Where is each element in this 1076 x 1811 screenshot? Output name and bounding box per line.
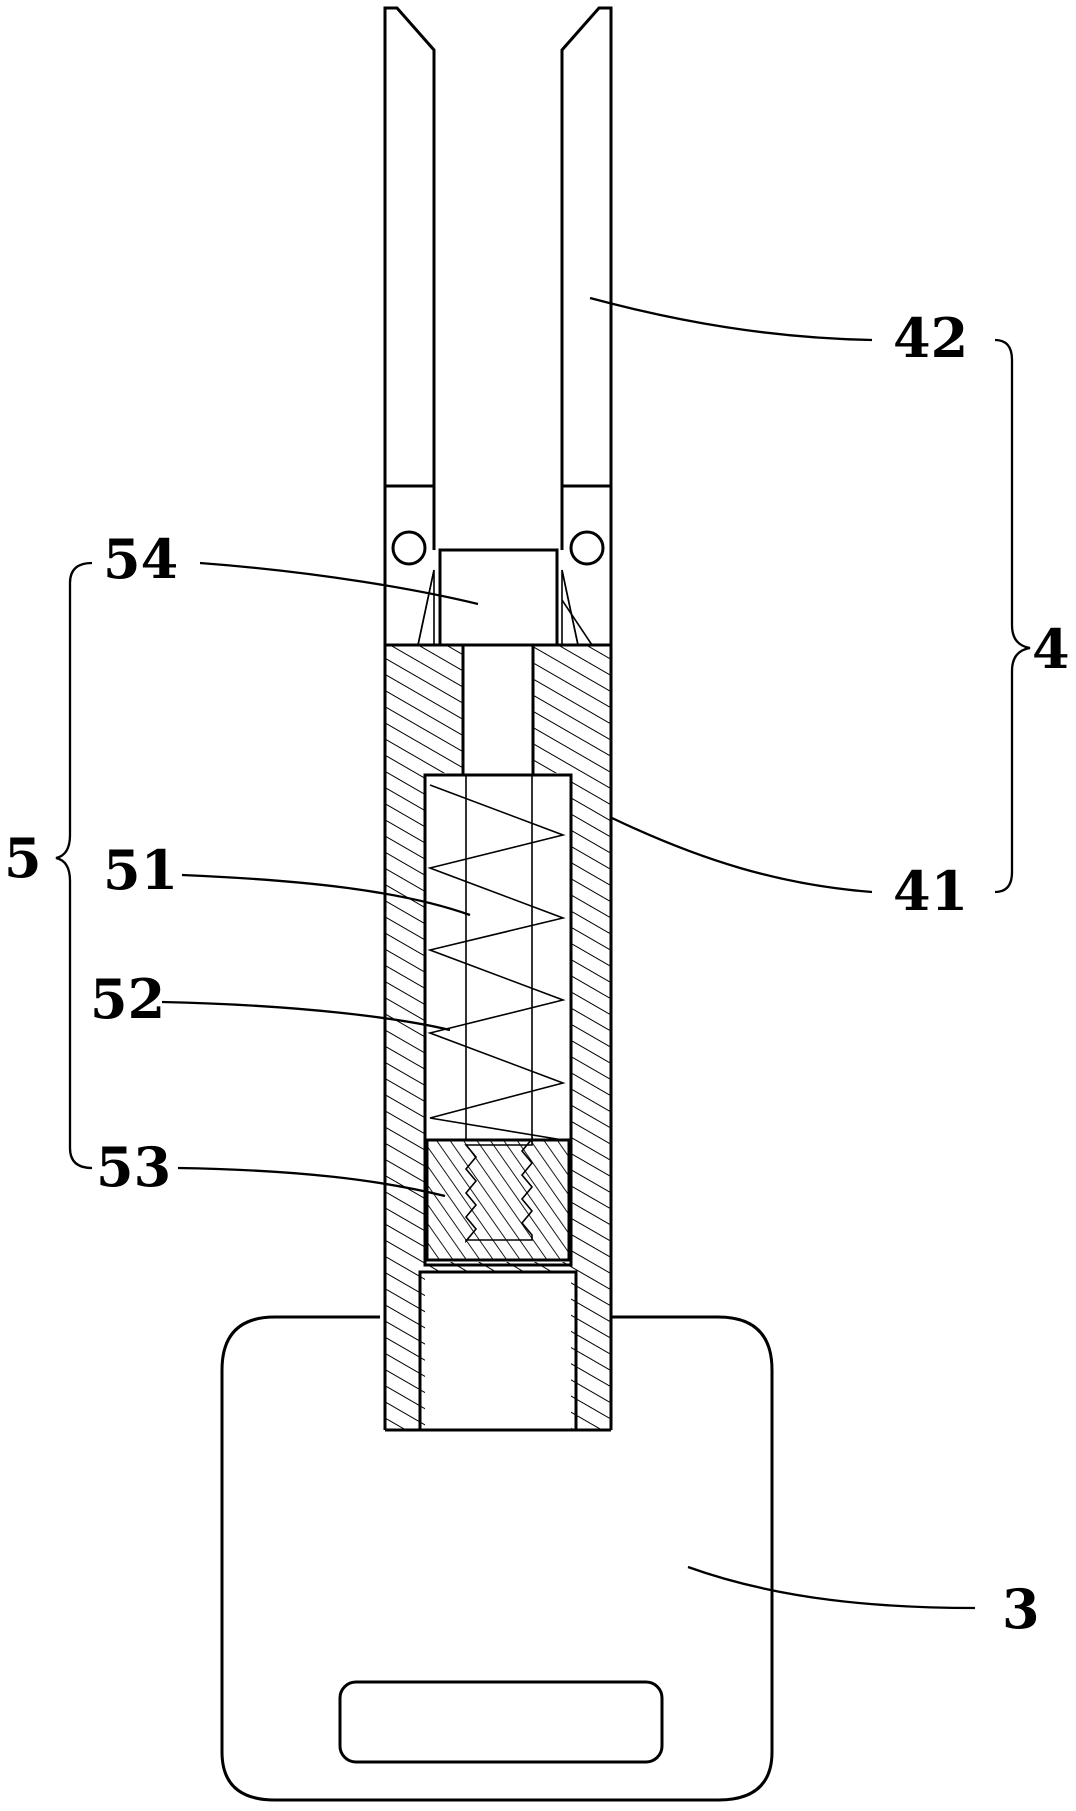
guide-rod [465,775,533,1140]
threaded-nut [425,1136,571,1262]
label-51: 51 [103,838,178,902]
label-42: 42 [893,306,968,370]
label-52: 52 [90,967,165,1031]
brace-group-4 [994,338,1031,894]
plunger-head [438,548,559,647]
label-5: 5 [4,826,42,890]
leader-lines [161,296,976,1610]
sleeve-tube [383,643,613,1432]
key-slot [338,1680,664,1764]
spring [427,784,566,1141]
label-54: 54 [103,527,178,591]
label-53: 53 [96,1135,171,1199]
right-blade [560,6,613,646]
key-head [220,1315,774,1802]
brace-group-5 [55,561,93,1170]
label-4: 4 [1032,617,1070,681]
reference-labels: 42 4 54 5 51 41 52 53 3 [4,306,1070,1641]
left-blade [383,6,436,646]
label-3: 3 [1002,1577,1040,1641]
label-41: 41 [893,859,968,923]
